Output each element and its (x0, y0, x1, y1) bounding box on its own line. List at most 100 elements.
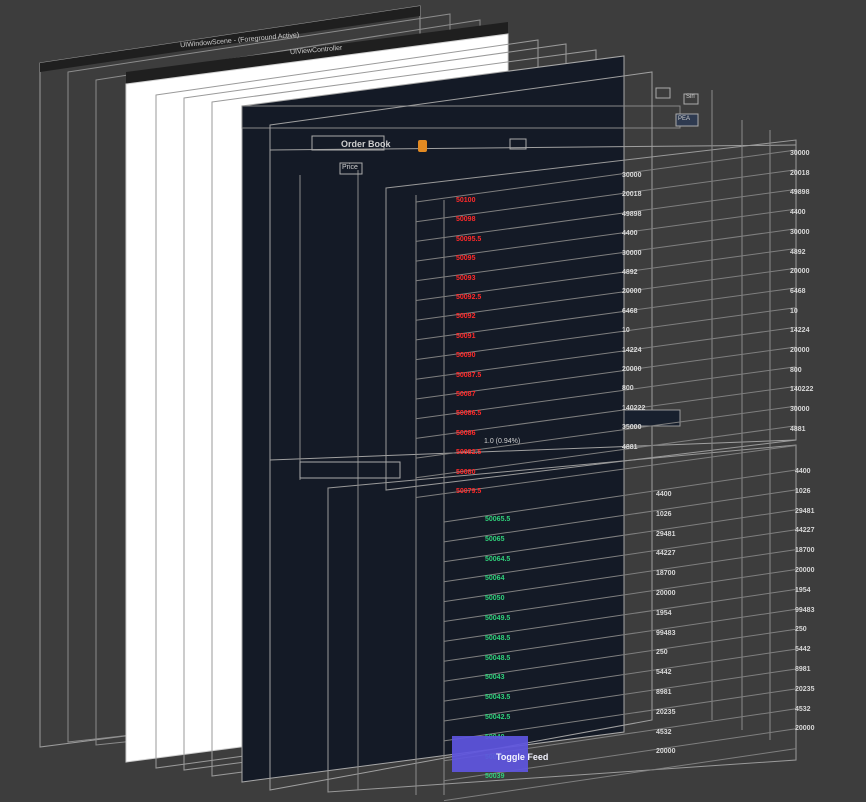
size-label: 14224 (790, 327, 810, 335)
size-label: 5442 (656, 669, 672, 677)
bid-price: 50048.5 (485, 654, 511, 662)
row-divider (443, 728, 797, 782)
row-divider (443, 569, 797, 622)
bid-price: 50043.5 (485, 694, 511, 702)
size-label: 44227 (656, 550, 676, 558)
ask-price: 50087.5 (456, 371, 482, 379)
size-label: 4532 (656, 728, 672, 736)
ask-price: 50079.5 (456, 488, 482, 495)
row-divider (443, 489, 797, 543)
size-label: 99483 (656, 629, 676, 637)
ask-price: 50086.5 (456, 410, 482, 418)
ask-price: 50080 (456, 468, 476, 476)
row-divider (415, 366, 797, 420)
row-divider (443, 748, 797, 802)
size-label: 20000 (790, 268, 810, 276)
row-divider (443, 588, 797, 642)
size-label: 250 (795, 626, 807, 634)
order-book-title: Order Book (341, 139, 391, 149)
size-label: 800 (622, 385, 634, 393)
bid-price: 50039 (485, 773, 505, 781)
size-label: 6468 (622, 307, 638, 315)
bid-price: 50048.5 (485, 634, 511, 642)
bid-price: 50043 (485, 674, 505, 682)
header-right-button-label[interactable]: PEA (678, 116, 691, 122)
size-label: 20000 (795, 567, 815, 574)
size-label: 10 (790, 307, 798, 315)
size-label: 20000 (622, 366, 642, 373)
row-divider (443, 648, 797, 702)
row-divider (415, 326, 797, 380)
size-label: 1954 (795, 586, 811, 594)
ask-price: 50091 (456, 332, 476, 340)
row-divider (443, 529, 797, 583)
row-divider (443, 628, 797, 682)
size-label: 10 (622, 327, 630, 335)
size-label: 29481 (795, 507, 815, 515)
row-divider (415, 228, 797, 282)
row-divider (415, 287, 797, 341)
price-header: Price (342, 164, 358, 171)
row-divider (443, 668, 797, 722)
ask-price: 50087 (456, 391, 476, 398)
spread-bar (299, 461, 401, 479)
size-label: 30000 (790, 228, 810, 236)
ask-price: 50086 (456, 429, 476, 437)
asks-stack-layer (385, 139, 797, 491)
toggle-feed-button[interactable] (452, 736, 528, 772)
size-label: 30000 (790, 406, 810, 414)
size-label: 140222 (790, 386, 814, 394)
size-label: 1954 (656, 609, 672, 617)
row-divider (415, 188, 797, 242)
row-divider (443, 509, 797, 563)
ask-price: 50100 (456, 197, 476, 204)
size-label: 35000 (622, 424, 642, 432)
size-label: 20000 (622, 288, 642, 296)
title-box (311, 135, 385, 151)
size-label: 1026 (795, 487, 811, 495)
size-label: 4400 (656, 491, 672, 498)
ask-price: 50095 (456, 255, 476, 263)
row-divider (415, 445, 797, 498)
nav-bar-layer (241, 105, 681, 129)
row-divider (415, 208, 797, 262)
size-label: 20000 (790, 347, 810, 354)
size-label: 4400 (622, 230, 638, 238)
row-divider (415, 149, 797, 203)
size-label: 49898 (622, 210, 642, 218)
size-label: 49898 (790, 189, 810, 197)
row-divider (415, 385, 797, 439)
size-label: 30000 (622, 172, 642, 179)
row-divider (415, 346, 797, 400)
bid-price: 50042.5 (485, 714, 511, 721)
size-label: 4881 (622, 443, 638, 451)
header-box (655, 87, 671, 99)
header-small-box (509, 138, 527, 150)
nav-bar-inner (269, 71, 653, 791)
size-label: 20018 (790, 169, 810, 177)
ask-price: 50093 (456, 274, 476, 282)
ask-price: 50095.5 (456, 235, 482, 243)
size-label: 4532 (795, 705, 811, 713)
row-divider (415, 405, 797, 459)
bid-price: 50064 (485, 575, 505, 583)
app-dark-view (241, 55, 625, 783)
nav-button-box[interactable] (675, 113, 699, 127)
bid-price: 50065.5 (485, 516, 511, 523)
toggle-feed-label[interactable]: Toggle Feed (496, 752, 549, 762)
price-header-box (339, 162, 363, 175)
size-label: 20000 (795, 725, 815, 733)
size-label: 20000 (656, 748, 676, 756)
ask-price: 50082.5 (456, 449, 482, 457)
ask-price: 50092 (456, 313, 476, 321)
bids-stack-layer (327, 444, 797, 793)
size-label: 20235 (795, 685, 815, 693)
row-divider (443, 549, 797, 603)
size-label: 4881 (790, 425, 806, 433)
coin-icon (418, 140, 427, 152)
size-label: 1026 (656, 510, 672, 518)
row-divider (415, 248, 797, 301)
size-label: 30000 (790, 150, 810, 157)
size-label: 30000 (622, 249, 642, 257)
